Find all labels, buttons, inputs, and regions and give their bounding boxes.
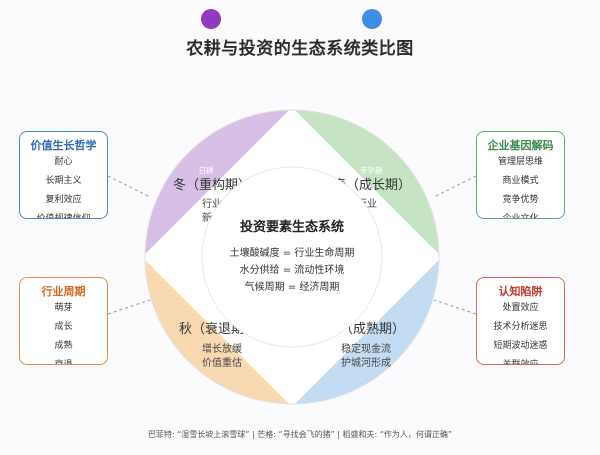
spring-label: 春（成长期） <box>333 178 411 193</box>
winter-tag: 日耕 <box>199 165 214 175</box>
spring-tag: 芽孕期 <box>360 165 383 175</box>
card-cycle-item: 衰退 <box>54 360 73 365</box>
center-title: 投资要素生态系统 <box>240 219 344 235</box>
connector-gene <box>433 175 477 198</box>
card-value-item: 长期主义 <box>45 176 82 186</box>
summer-line-2: 护城河形成 <box>341 356 391 369</box>
autumn-line-2: 价值重估 <box>202 356 242 369</box>
card-trap-item: 技术分析迷思 <box>493 322 548 332</box>
footer-quotes: 巴菲特: “湿雪长坡上滚雪球” | 芒格: “寻找会飞的猪” | 稻盛和夫: “… <box>147 430 453 439</box>
card-cycle-title: 行业周期 <box>41 285 86 298</box>
purple-dot <box>201 9 221 29</box>
card-cycle-item: 萌芽 <box>54 303 73 313</box>
connector-cycle <box>107 299 151 315</box>
center-line-3: 气候周期 = 经济周期 <box>245 280 340 293</box>
card-value-item: 耐心 <box>54 157 73 167</box>
connector-trap <box>433 299 477 315</box>
summer-line-1: 稳定现金流 <box>341 342 391 355</box>
winter-label: 冬（重构期） <box>173 177 251 193</box>
center-circle <box>201 166 383 348</box>
card-value-item: 价值规律信仰 <box>36 214 91 219</box>
card-gene-item: 竞争优势 <box>502 195 539 205</box>
card-industry-cycle: 行业周期 萌芽 成长 成熟 衰退 <box>19 277 108 365</box>
card-value-title: 价值生长哲学 <box>30 139 97 152</box>
diagram-title: 农耕与投资的生态系统类比图 <box>186 39 414 59</box>
card-gene-item: 管理层思维 <box>497 157 543 167</box>
card-trap-title: 认知陷阱 <box>498 285 543 298</box>
card-value-item: 复利效应 <box>45 195 82 205</box>
card-trap-item: 羊群效应 <box>502 360 539 365</box>
card-gene-title: 企业基因解码 <box>487 139 554 152</box>
card-cognitive-traps: 认知陷阱 处置效应 技术分析迷思 短期波动迷惑 羊群效应 <box>476 277 565 365</box>
card-cycle-item: 成长 <box>54 322 73 332</box>
card-gene-item: 商业模式 <box>502 176 539 186</box>
center-line-1: 土壤酸碱度 = 行业生命周期 <box>230 246 355 259</box>
quadrant-dividers <box>145 110 439 404</box>
outer-ring <box>144 109 440 405</box>
card-value-philosophy: 价值生长哲学 耐心 长期主义 复利效应 价值规律信仰 <box>19 131 108 219</box>
card-trap-item: 短期波动迷惑 <box>493 341 548 351</box>
connector-value <box>107 175 151 198</box>
autumn-line-1: 增长放缓 <box>202 342 242 355</box>
center-line-2: 水分供给 = 流动性环境 <box>240 263 345 276</box>
card-cycle-item: 成熟 <box>54 341 73 351</box>
card-trap-item: 处置效应 <box>502 303 539 313</box>
card-gene-decoding: 企业基因解码 管理层思维 商业模式 竞争优势 企业文化 <box>476 131 565 219</box>
blue-dot <box>362 9 382 29</box>
card-gene-item: 企业文化 <box>502 214 539 219</box>
